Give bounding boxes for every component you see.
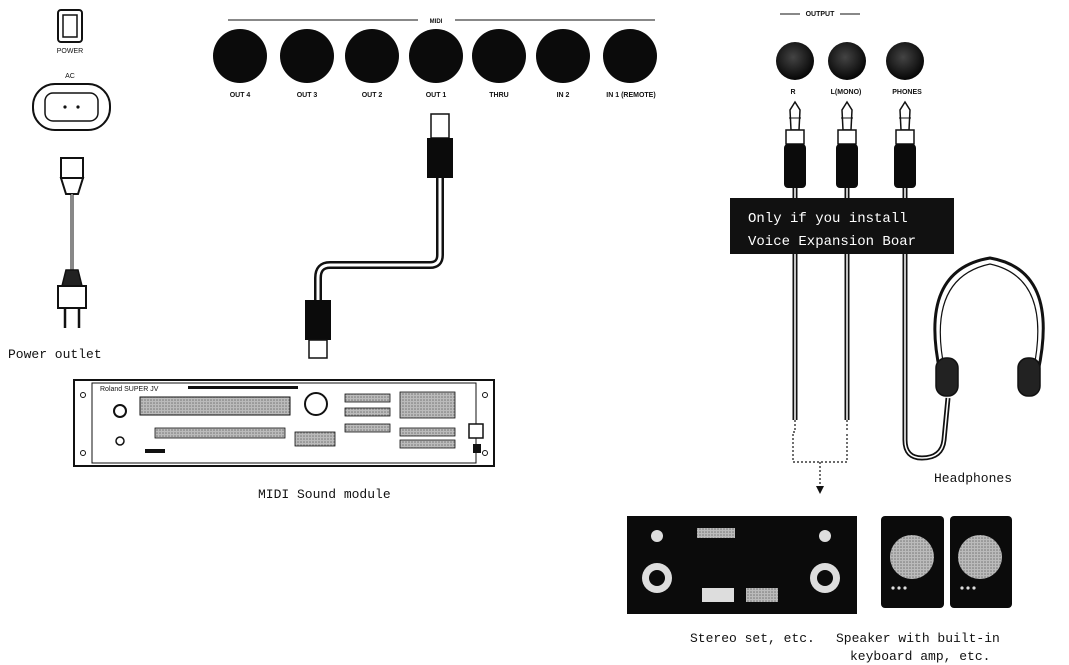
- speaker-left: [881, 516, 944, 608]
- midi-port-in1-remote[interactable]: IN 1 (REMOTE): [603, 29, 657, 99]
- midi-plug-bottom-icon: [308, 339, 328, 359]
- midi-port-out3[interactable]: OUT 3: [280, 29, 334, 99]
- output-jack-r[interactable]: R: [776, 42, 814, 96]
- midi-plug-top-icon: [430, 113, 450, 139]
- output-header: OUTPUT: [806, 11, 836, 18]
- midi-port-label: OUT 4: [230, 92, 251, 99]
- midi-header: MIDI: [430, 19, 443, 25]
- midi-port-label: IN 1 (REMOTE): [606, 92, 655, 99]
- phone-plug-phones: [894, 100, 951, 461]
- expansion-note: Only if you install Voice Expansion Boar: [730, 198, 954, 254]
- speaker-caption-line1: Speaker with built-in: [836, 631, 1000, 646]
- speaker-right: [950, 516, 1012, 608]
- midi-port-label: OUT 1: [426, 92, 447, 99]
- midi-port-label: OUT 2: [362, 92, 383, 99]
- stereo-set: [627, 516, 857, 614]
- output-jack-l-mono[interactable]: L(MONO): [828, 42, 866, 96]
- midi-port-thru[interactable]: THRU: [472, 29, 526, 99]
- stereo-caption: Stereo set, etc.: [690, 631, 815, 646]
- expansion-note-line1: Only if you install: [748, 211, 908, 227]
- sound-module: Roland SUPER JV: [73, 379, 495, 467]
- module-display: [139, 396, 291, 416]
- output-jack-label: L(MONO): [831, 89, 862, 96]
- output-jack-label: PHONES: [892, 89, 922, 96]
- power-panel: POWER AC: [32, 9, 111, 131]
- midi-cable: [305, 113, 453, 359]
- output-jack-label: R: [790, 89, 795, 96]
- midi-port-label: THRU: [489, 92, 508, 99]
- power-plug-icon: [57, 285, 87, 309]
- power-cord: [57, 157, 87, 328]
- midi-port-label: IN 2: [557, 92, 570, 99]
- speaker-caption-line2: keyboard amp, etc.: [850, 649, 990, 664]
- dotted-connector: [792, 420, 848, 494]
- midi-port-in2[interactable]: IN 2: [536, 29, 590, 99]
- sound-module-brand: Roland SUPER JV: [100, 386, 159, 393]
- module-dial-icon: [304, 392, 328, 416]
- midi-port-out1[interactable]: OUT 1: [409, 29, 463, 99]
- module-knob-icon: [113, 404, 127, 418]
- power-outlet-label: Power outlet: [8, 347, 102, 362]
- expansion-note-line2: Voice Expansion Boar: [748, 234, 916, 250]
- sound-module-caption: MIDI Sound module: [258, 487, 391, 502]
- headphones-icon: [933, 256, 1045, 397]
- output-jack-phones[interactable]: PHONES: [886, 42, 924, 96]
- midi-port-out4[interactable]: OUT 4: [213, 29, 267, 99]
- phone-plug-r: [784, 100, 806, 420]
- arrow-down-icon: [816, 486, 824, 494]
- midi-port-label: OUT 3: [297, 92, 318, 99]
- headphones-label: Headphones: [934, 471, 1012, 486]
- power-label: POWER: [57, 48, 83, 55]
- midi-port-out2[interactable]: OUT 2: [345, 29, 399, 99]
- ac-label: AC: [65, 73, 75, 80]
- phone-plug-l: [836, 100, 858, 420]
